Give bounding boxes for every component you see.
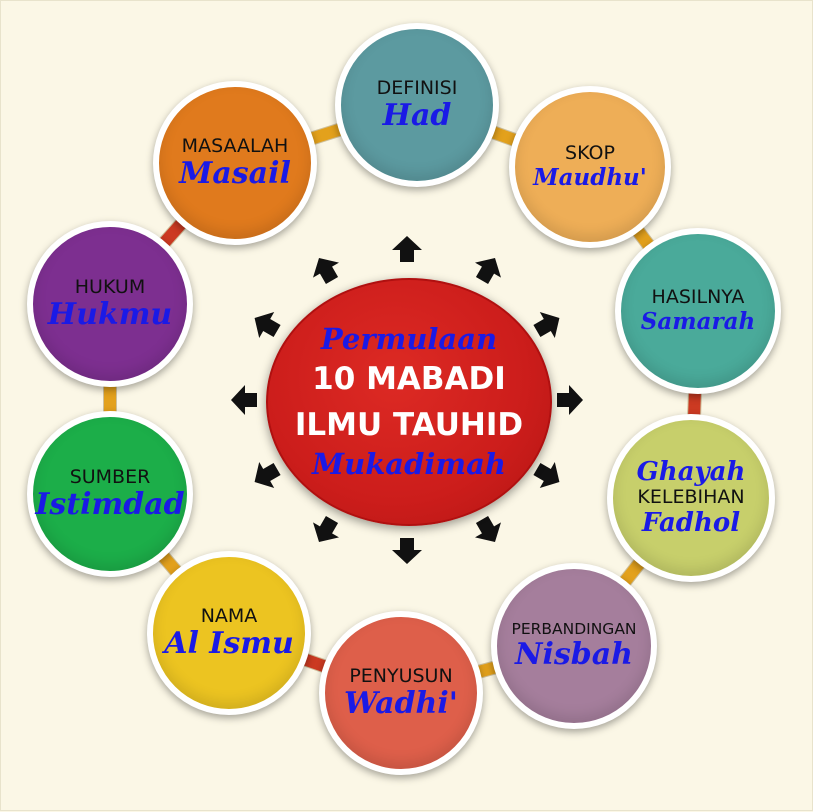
node-label: HUKUM (74, 275, 146, 298)
node-term: Maudhu' (533, 164, 647, 192)
node-label: SUMBER (69, 465, 151, 488)
node-term: Istimdad (35, 487, 185, 523)
node-term: Fadhol (641, 507, 741, 538)
node-label: MASAALAH (181, 134, 289, 157)
center-arrows (231, 236, 583, 564)
node-term: Wadhi' (344, 686, 458, 722)
node-term: Hukmu (47, 297, 173, 333)
outward-arrow-icon (392, 236, 422, 262)
center-title-line2: ILMU TAUHID (294, 407, 524, 443)
node-term: Nisbah (515, 637, 633, 673)
node-perbandingan: PERBANDINGAN Nisbah (491, 563, 657, 729)
node-kelebihan: Ghayah KELEBIHAN Fadhol (607, 414, 775, 582)
center-circle: Permulaan 10 MABADI ILMU TAUHID Mukadima… (266, 278, 552, 526)
node-term: Al Ismu (164, 626, 294, 662)
node-label: PERBANDINGAN (511, 619, 637, 638)
outward-arrow-icon (313, 257, 339, 284)
center-top-italic: Permulaan (320, 321, 498, 356)
outward-arrow-icon (533, 462, 560, 488)
outward-arrow-icon (475, 516, 501, 543)
node-label: KELEBIHAN (637, 486, 745, 509)
center-bottom-italic: Mukadimah (312, 446, 506, 481)
outward-arrow-icon (533, 312, 560, 338)
node-label: DEFINISI (376, 76, 458, 99)
node-nama: NAMA Al Ismu (147, 551, 311, 715)
outward-arrow-icon (313, 516, 339, 543)
node-term: Masail (179, 156, 291, 192)
node-definisi: DEFINISI Had (335, 23, 499, 187)
node-hasilnya: HASILNYA Samarah (615, 228, 781, 394)
node-term-above: Ghayah (636, 457, 746, 488)
outward-arrow-icon (557, 385, 583, 415)
node-label: PENYUSUN (349, 664, 453, 687)
node-label: SKOP (565, 142, 615, 165)
node-term: Had (382, 98, 452, 134)
node-hukum: HUKUM Hukmu (27, 221, 193, 387)
outward-arrow-icon (254, 462, 281, 488)
outward-arrow-icon (475, 257, 501, 284)
node-penyusun: PENYUSUN Wadhi' (319, 611, 483, 775)
outward-arrow-icon (392, 538, 422, 564)
outward-arrow-icon (254, 312, 281, 338)
node-masaalah: MASAALAH Masail (153, 81, 317, 245)
node-term: Samarah (640, 308, 756, 336)
node-label: HASILNYA (651, 286, 745, 309)
outward-arrow-icon (231, 385, 257, 415)
node-sumber: SUMBER Istimdad (27, 411, 193, 577)
center-title-line1: 10 MABADI (312, 360, 506, 397)
node-skop: SKOP Maudhu' (509, 86, 671, 248)
node-label: NAMA (200, 604, 258, 627)
